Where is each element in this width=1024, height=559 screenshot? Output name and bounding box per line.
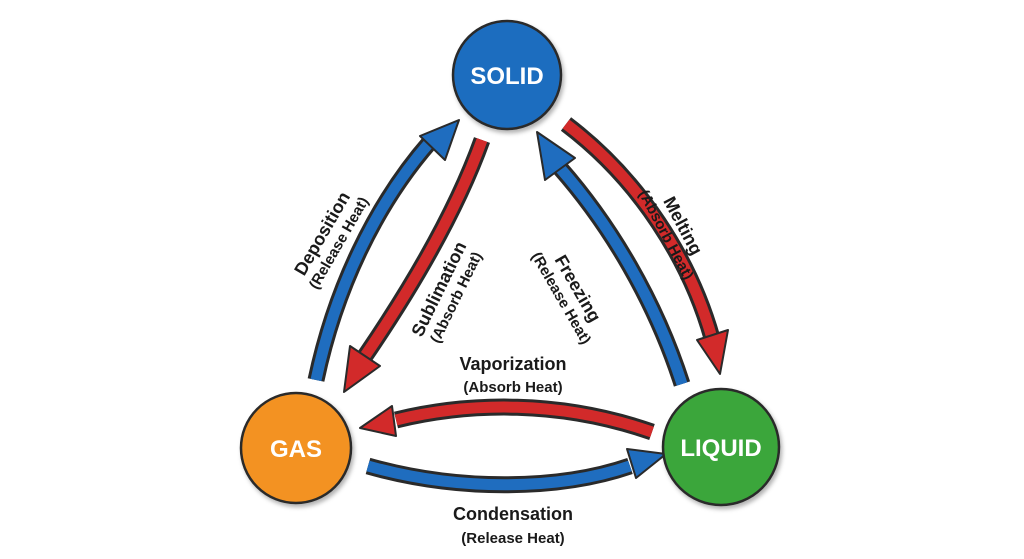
gas-node: GAS [239,391,353,505]
arrow-freezing [536,131,691,387]
liquid-label: LIQUID [680,435,761,462]
vaporization-note: (Absorb Heat) [463,379,562,396]
arrow-melting [560,117,729,375]
arrow-deposition [307,119,460,382]
arrow-condensation [365,448,667,494]
condensation-note: (Release Heat) [461,530,564,547]
liquid-node: LIQUID [661,387,781,507]
label-condensation: Condensation (Release Heat) [453,504,573,547]
arrow-sublimation [343,137,490,393]
label-freezing: Freezing (Release Heat) [528,249,605,347]
gas-label: GAS [270,436,322,463]
arrow-vaporization [359,398,655,441]
solid-label: SOLID [470,63,543,90]
label-vaporization: Vaporization (Absorb Heat) [459,354,566,396]
label-melting: Melting (Absorb Heat) [635,187,707,283]
condensation-name: Condensation [453,504,573,524]
solid-node: SOLID [451,19,563,131]
vaporization-name: Vaporization [459,354,566,374]
